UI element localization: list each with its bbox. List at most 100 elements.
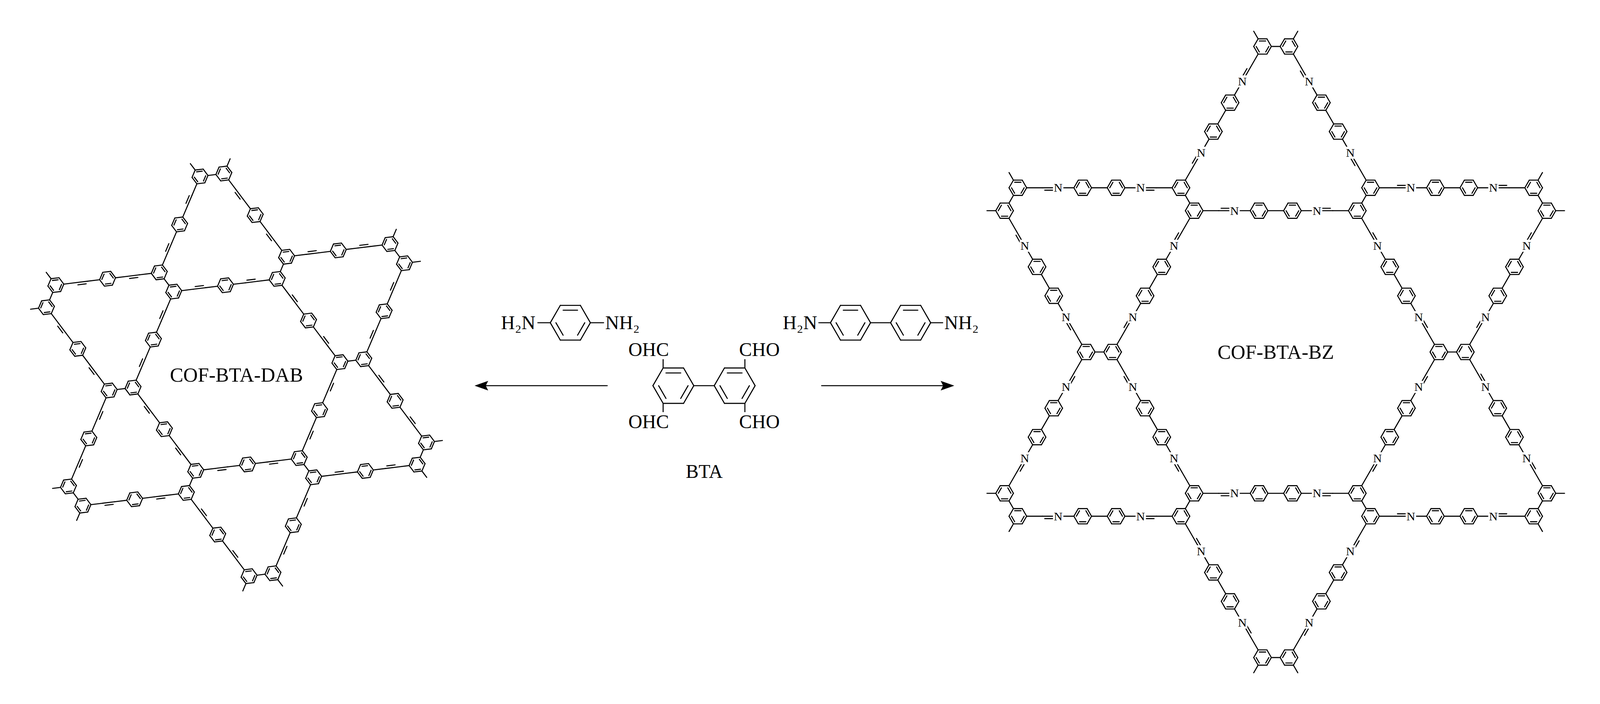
ring-bond (1000, 500, 1010, 502)
ring-bond (1250, 210, 1255, 219)
ring-double-bond (226, 168, 230, 174)
ring-bond (1375, 187, 1380, 196)
ring-double-bond (1183, 182, 1188, 188)
bond-line (396, 270, 402, 282)
ring-bond (1258, 664, 1267, 666)
ring-bond (1013, 523, 1023, 525)
ring-bond (1254, 484, 1264, 487)
ring-double-bond (215, 539, 222, 540)
ring-double-bond (1030, 436, 1035, 443)
ring-double-bond (290, 256, 293, 262)
ring-bond (1342, 131, 1348, 140)
ring-bond (1149, 288, 1154, 296)
ring-bond (418, 436, 422, 444)
bond-line (114, 500, 127, 502)
ring-bond (74, 498, 79, 507)
ring-bond (652, 385, 664, 404)
ring-bond (1380, 436, 1386, 445)
ring-bond (1361, 210, 1367, 219)
ring-double-bond (1438, 516, 1442, 522)
ring-double-bond (1210, 136, 1217, 138)
ring-bond (63, 478, 72, 480)
bond-line (142, 496, 155, 499)
ring-double-bond (741, 385, 750, 399)
double-bond-line (266, 234, 272, 241)
ring-bond (282, 277, 286, 285)
ring-bond (900, 304, 921, 306)
ring-bond (1280, 46, 1285, 55)
ring-double-bond (430, 441, 433, 447)
ring-double-bond (1286, 487, 1290, 494)
framework-name: COF-BTA-DAB (169, 364, 304, 385)
bond-line (1469, 330, 1478, 345)
ring-double-bond (1014, 181, 1022, 183)
ring-bond (1317, 109, 1326, 112)
ring-bond (1502, 400, 1507, 409)
ring-bond (366, 351, 372, 359)
double-bond-line (88, 367, 95, 375)
ring-bond (381, 244, 387, 252)
ring-bond (1049, 400, 1059, 402)
bond-line (152, 413, 160, 423)
ring-double-bond (1079, 351, 1083, 358)
ring-double-bond (1106, 346, 1110, 352)
ring-double-bond (267, 568, 270, 574)
ring-double-bond (658, 385, 666, 399)
ring-bond (1473, 516, 1478, 524)
ring-bond (304, 456, 308, 465)
ring-bond (174, 216, 183, 218)
bond-line (181, 288, 194, 291)
ring-bond (1198, 485, 1204, 493)
ring-double-bond (1050, 402, 1057, 404)
aldehyde-group: OHC (627, 339, 670, 360)
bond-line (187, 194, 193, 207)
ring-bond (1430, 179, 1440, 181)
ring-double-bond (301, 452, 306, 458)
ring-bond (1086, 187, 1092, 196)
bond-line (96, 374, 105, 384)
ring-bond (1140, 287, 1150, 289)
ring-bond (150, 345, 159, 347)
ring-bond (920, 305, 931, 323)
ring-bond (1263, 202, 1268, 211)
ring-bond (1348, 485, 1354, 493)
bond-line (236, 559, 245, 570)
ring-double-bond (1210, 577, 1217, 579)
ring-double-bond (1530, 192, 1538, 194)
ring-bond (322, 402, 328, 410)
ring-bond (167, 421, 173, 429)
bond-line (1358, 166, 1367, 180)
ring-bond (1538, 187, 1543, 196)
ring-double-bond (245, 468, 251, 470)
ring-bond (1185, 179, 1190, 188)
ring-bond (1157, 444, 1167, 446)
bond-line (1509, 187, 1525, 189)
ring-bond (995, 485, 1001, 493)
ring-bond (1258, 649, 1267, 651)
ring-bond (1329, 564, 1334, 573)
ring-bond (1140, 400, 1150, 402)
double-bond-line (175, 448, 181, 455)
ring-double-bond (998, 205, 1002, 211)
ring-bond (1049, 287, 1059, 289)
bond-line (189, 478, 193, 486)
bond-line (327, 345, 336, 356)
ring-double-bond (398, 263, 403, 269)
ring-double-bond (334, 244, 341, 246)
ring-bond (85, 444, 94, 446)
ring-bond (1333, 579, 1343, 581)
ring-bond (290, 531, 299, 533)
ring-bond (285, 526, 291, 533)
ring-bond (171, 225, 177, 232)
ring-double-bond (1259, 651, 1266, 653)
ring-bond (1325, 601, 1331, 609)
ring-double-bond (1383, 436, 1387, 443)
ring-double-bond (1472, 187, 1476, 194)
atom-label: N (1303, 75, 1315, 88)
ring-bond (1283, 492, 1289, 501)
ring-bond (1280, 657, 1285, 665)
ring-bond (1103, 344, 1109, 352)
ring-double-bond (243, 576, 247, 582)
ring-bond (178, 493, 184, 501)
